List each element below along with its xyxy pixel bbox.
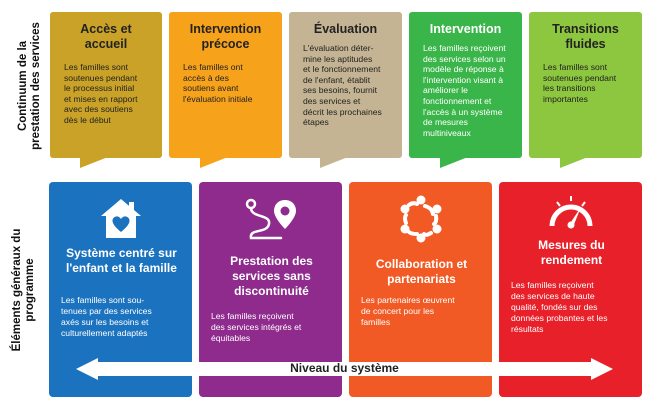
house-heart-icon bbox=[49, 196, 192, 240]
element-title: Système centré sur l'enfant et la famill… bbox=[66, 246, 177, 275]
speech-tail bbox=[80, 157, 108, 168]
stage-title: Intervention précoce bbox=[189, 22, 262, 51]
element-description: Les familles reçoivent des services de h… bbox=[511, 280, 608, 334]
program-label-line-2: programme bbox=[24, 258, 36, 322]
stage-description: Les familles reçoivent des services selo… bbox=[423, 43, 506, 138]
stage-description: L'évaluation déter- mine les aptitudes e… bbox=[303, 43, 382, 128]
speech-tail bbox=[439, 157, 468, 168]
program-label-line-1: Éléments généraux du bbox=[11, 228, 23, 352]
speech-tail bbox=[319, 157, 348, 168]
speech-tail bbox=[559, 157, 588, 168]
program-elements-side-label: Éléments généraux du programme bbox=[11, 215, 39, 365]
element-systeme-centre: Système centré sur l'enfant et la famill… bbox=[49, 182, 192, 397]
stage-acces-accueil: Accès et accueil Les familles sont soute… bbox=[50, 12, 162, 168]
element-collaboration-partenariats: Collaboration et partenariats Les parten… bbox=[349, 182, 492, 397]
stage-description: Les familles ont accès à des soutiens av… bbox=[183, 62, 253, 104]
element-title: Prestation des services sans discontinui… bbox=[230, 254, 313, 298]
continuum-label-line-1: Continuum de la bbox=[17, 40, 29, 132]
continuum-label-line-2: prestation des services bbox=[30, 22, 42, 150]
stage-intervention: Intervention Les familles reçoivent des … bbox=[409, 12, 522, 168]
people-circle-icon bbox=[349, 194, 492, 243]
stage-description: Les familles sont soutenues pendant les … bbox=[543, 62, 617, 104]
element-title: Mesures du rendement bbox=[538, 238, 605, 267]
element-mesures-rendement: Mesures du rendement Les familles reçoiv… bbox=[499, 182, 642, 397]
element-description: Les partenaires œuvrent de concert pour … bbox=[361, 295, 455, 327]
element-description: Les familles sont sou- tenues par des se… bbox=[61, 295, 152, 338]
stage-intervention-precoce: Intervention précoce Les familles ont ac… bbox=[169, 12, 282, 168]
route-pin-icon bbox=[199, 196, 342, 240]
speech-tail bbox=[199, 157, 228, 168]
stage-title: Intervention bbox=[429, 22, 502, 36]
system-level-label: Niveau du système bbox=[290, 361, 399, 375]
stage-transitions-fluides: Transitions fluides Les familles sont so… bbox=[529, 12, 642, 168]
element-prestation-sans-discontinuite: Prestation des services sans discontinui… bbox=[199, 182, 342, 397]
stage-title: Accès et accueil bbox=[80, 22, 132, 51]
continuum-side-label: Continuum de la prestation des services bbox=[17, 11, 45, 161]
element-description: Les familles reçoivent des services inté… bbox=[211, 311, 302, 343]
system-level-arrow: Niveau du système bbox=[76, 358, 613, 380]
gauge-icon bbox=[499, 192, 642, 236]
stage-title: Évaluation bbox=[313, 22, 378, 36]
stage-evaluation: Évaluation L'évaluation déter- mine les … bbox=[289, 12, 402, 168]
element-title: Collaboration et partenariats bbox=[375, 257, 468, 286]
stage-title: Transitions fluides bbox=[552, 22, 619, 51]
stage-description: Les familles sont soutenues pendant le p… bbox=[64, 62, 138, 125]
